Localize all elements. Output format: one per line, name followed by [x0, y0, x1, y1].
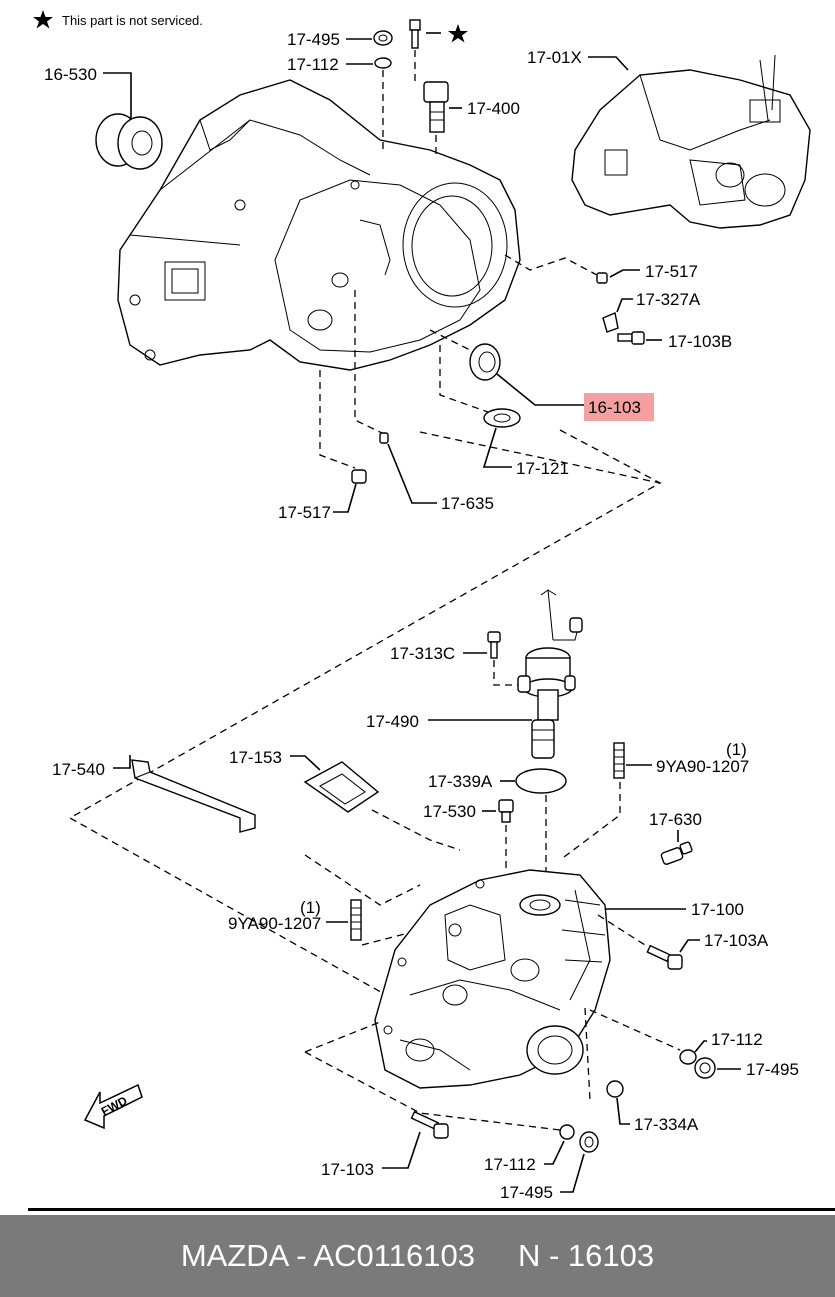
label-17-400: 17-400: [467, 99, 520, 118]
part-17-495-bottom: [579, 1131, 599, 1153]
label-17-540: 17-540: [52, 760, 105, 779]
label-17-495-bottom: 17-495: [500, 1183, 553, 1202]
qty-left: (1): [300, 898, 321, 917]
label-17-339a: 17-339A: [428, 772, 493, 791]
part-17-339a: [515, 768, 567, 794]
part-17-112-bottom: [559, 1124, 575, 1140]
exploded-parts-diagram: This part is not serviced. 16-530 17-495…: [33, 10, 811, 1202]
label-17-112-right: 17-112: [711, 1030, 763, 1049]
part-number-footer: MAZDA - AC0116103 N - 16103: [0, 1215, 835, 1297]
part-17-100-case: [374, 869, 611, 1089]
part-17-153: [303, 761, 380, 813]
label-17-327a: 17-327A: [636, 290, 701, 309]
part-17-103a: [646, 944, 683, 970]
part-9ya90-1207-left: [350, 899, 362, 941]
label-17-103b: 17-103B: [668, 332, 732, 351]
footer-text: MAZDA - AC0116103 N - 16103: [180, 1238, 655, 1273]
part-17-112-top: [374, 57, 392, 69]
label-17-635: 17-635: [441, 494, 494, 513]
part-16-103: [469, 343, 501, 381]
part-17-112-right: [679, 1049, 697, 1065]
part-17-635: [379, 432, 389, 444]
part-17-313c: [487, 631, 501, 659]
part-17-490: [517, 589, 583, 759]
label-17-517-right: 17-517: [645, 262, 698, 281]
label-17-495-top: 17-495: [287, 30, 340, 49]
footer-divider: [28, 1208, 835, 1211]
part-17-517-left: [351, 469, 367, 484]
not-serviced-note: This part is not serviced.: [62, 13, 203, 28]
label-17-112-top: 17-112: [287, 55, 339, 74]
label-16-103-highlight: [584, 393, 654, 421]
part-17-630: [660, 841, 693, 865]
part-17-01x-assembly: [571, 54, 811, 229]
label-17-313c: 17-313C: [390, 644, 455, 663]
part-17-103: [410, 1110, 449, 1139]
clutch-housing: [117, 79, 521, 371]
label-17-495-right: 17-495: [746, 1060, 799, 1079]
part-17-400: [423, 81, 449, 133]
part-17-121: [483, 408, 521, 428]
label-17-153: 17-153: [229, 748, 282, 767]
part-17-334a: [606, 1080, 624, 1098]
part-17-517-right: [596, 272, 608, 284]
part-starred-bolt: [409, 19, 441, 49]
qty-right: (1): [726, 740, 747, 759]
label-16-103: 16-103: [588, 398, 641, 417]
label-17-103a: 17-103A: [704, 931, 769, 950]
label-17-530: 17-530: [423, 802, 476, 821]
label-17-630: 17-630: [649, 810, 702, 829]
label-17-121: 17-121: [516, 459, 569, 478]
part-17-103b: [617, 331, 645, 345]
label-17-01x: 17-01X: [527, 48, 582, 67]
part-17-327a: [602, 312, 619, 333]
label-17-490: 17-490: [366, 712, 419, 731]
part-17-540: [131, 759, 256, 833]
label-17-112-bottom: 17-112: [484, 1155, 536, 1174]
label-17-517-left: 17-517: [278, 503, 331, 522]
label-9ya90-1207-right: 9YA90-1207: [656, 757, 749, 776]
part-17-495-right: [694, 1057, 716, 1079]
label-16-530: 16-530: [44, 65, 97, 84]
part-17-530: [498, 799, 514, 823]
label-9ya90-1207-left: 9YA90-1207: [228, 914, 321, 933]
label-17-334a: 17-334A: [634, 1115, 699, 1134]
label-17-103: 17-103: [321, 1160, 374, 1179]
part-9ya90-1207-right: [613, 742, 625, 779]
label-17-100: 17-100: [691, 900, 744, 919]
part-17-495-top: [373, 30, 393, 46]
star-icon: [33, 10, 53, 29]
star-icon-bolt: [448, 24, 468, 43]
part-16-530: [95, 113, 163, 170]
fwd-arrow-icon: FWD: [83, 1083, 143, 1130]
